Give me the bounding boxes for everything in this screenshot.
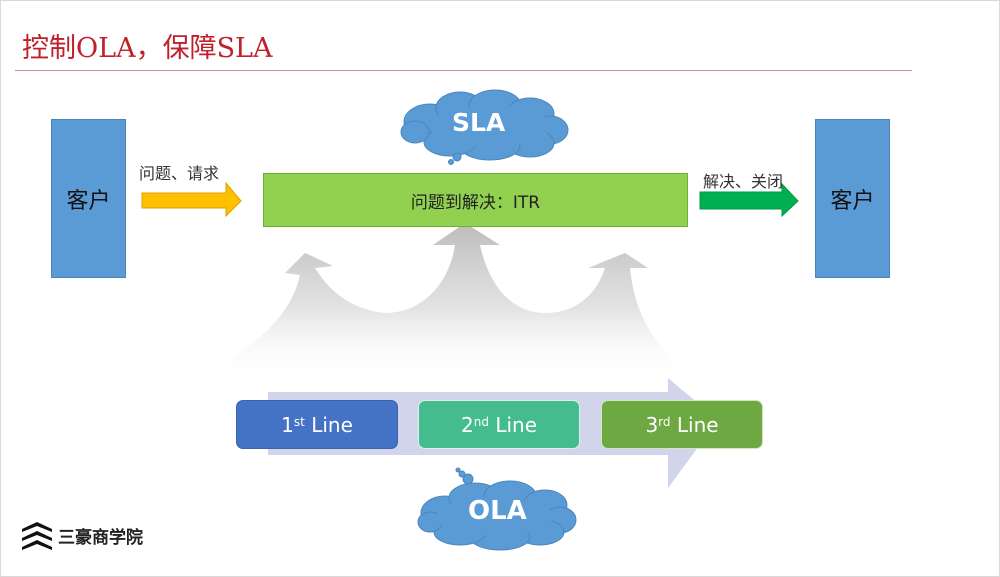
itr-process-box: 问题到解决：ITR xyxy=(263,173,688,227)
brand-name: 三豪商学院 xyxy=(58,527,143,548)
title-divider xyxy=(15,70,912,71)
output-arrow xyxy=(699,182,799,218)
ola-label: OLA xyxy=(468,496,527,526)
customer-box-right: 客户 xyxy=(815,119,890,278)
chevron-stack-icon xyxy=(22,522,52,550)
slide-title: 控制OLA，保障SLA xyxy=(22,33,273,64)
line-number: 1 xyxy=(281,412,294,437)
output-arrow-label: 解决、关闭 xyxy=(703,172,784,191)
line-suffix: rd xyxy=(658,414,671,429)
ola-cloud-icon xyxy=(417,467,577,551)
customer-box-left: 客户 xyxy=(51,119,126,278)
brand-logo: 三豪商学院 xyxy=(20,520,143,550)
sla-cloud-icon xyxy=(400,89,569,165)
input-arrow-label: 问题、请求 xyxy=(139,164,220,183)
line-number: 3 xyxy=(645,412,659,437)
input-arrow xyxy=(141,181,242,218)
line-label: Line xyxy=(311,412,353,437)
line-number: 2 xyxy=(460,412,474,437)
upward-arrows-fan xyxy=(200,223,700,378)
line-label: Line xyxy=(495,412,537,437)
line-suffix: st xyxy=(293,414,305,429)
sla-label: SLA xyxy=(452,108,506,137)
line-suffix: nd xyxy=(473,414,489,429)
line-label: Line xyxy=(676,412,719,437)
